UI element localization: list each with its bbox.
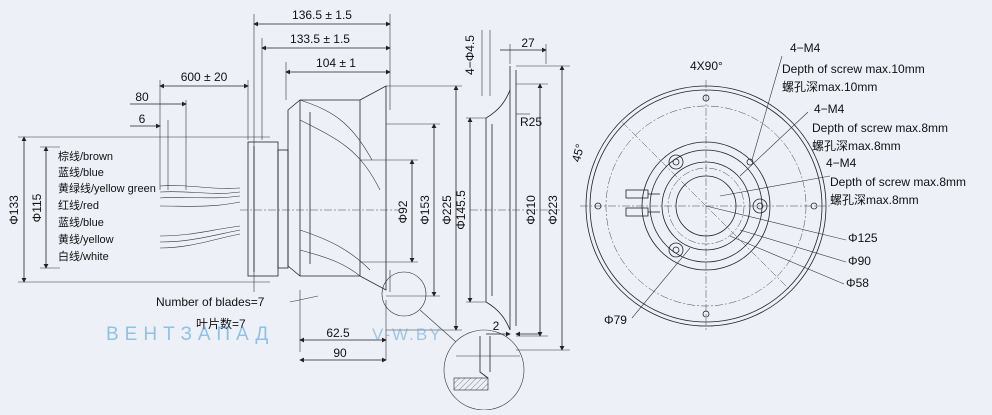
watermark: ВЕНТЗАПАД V-W.BY — [106, 324, 443, 345]
dim-dia-92: Φ92 — [396, 200, 410, 223]
wire-bundle — [159, 185, 241, 249]
mounting-hole — [594, 94, 818, 318]
dim-dia-225: Φ225 — [440, 195, 454, 225]
angle-4x90: 4X90° — [690, 59, 723, 73]
wire-label: 蓝线/blue — [58, 165, 104, 179]
dim-dia-115: Φ115 — [30, 193, 44, 222]
detail-view — [443, 329, 525, 411]
screw-code: 4−M4 — [790, 41, 821, 55]
dim-overall-length: 136.5 ± 1.5 — [292, 8, 352, 22]
screw-depth-en: Depth of screw max.10mm — [782, 62, 925, 76]
screw-depth-cn: 螺孔深max.8mm — [812, 139, 901, 153]
dia-125: Φ125 — [848, 231, 878, 245]
screw-depth-cn: 螺孔深max.10mm — [782, 80, 877, 94]
wire-label: 蓝线/blue — [58, 215, 104, 229]
motor-housing — [247, 141, 279, 277]
wire-label: 黄线/yellow — [58, 232, 114, 246]
section-view: 4−Φ4.5 27 R25 Φ145.5 Φ210 Φ223 2 — [454, 30, 570, 351]
wire-label: 棕线/brown — [58, 149, 113, 163]
dim-dia-153: Φ153 — [418, 195, 432, 225]
hub-boss — [668, 154, 768, 258]
wire-label: 白线/white — [58, 249, 109, 263]
front-view: 4X90° 45° 4−M4 Depth of screw max.10mm 螺… — [569, 41, 966, 332]
dim-dia-133: Φ133 — [7, 195, 21, 225]
wire-label: 黄绿线/yellow green — [58, 181, 156, 195]
dim-depth-62-5: 62.5 — [326, 326, 350, 340]
watermark-brand: ВЕНТЗАПАД — [106, 324, 274, 345]
dim-width-27: 27 — [521, 36, 535, 50]
dim-cable-length: 600 ± 20 — [181, 70, 228, 84]
dim-bare-length: 6 — [139, 112, 146, 126]
dim-dia-210: Φ210 — [524, 195, 538, 225]
wire-label: 红线/red — [58, 198, 99, 212]
detail-callout-circle — [381, 271, 427, 317]
cable-gland — [625, 189, 660, 217]
dim-strip-length: 80 — [135, 90, 149, 104]
watermark-site: V-W.BY — [372, 325, 443, 344]
dim-impeller-length: 104 ± 1 — [316, 56, 356, 70]
screw-depth-en: Depth of screw max.8mm — [830, 175, 966, 189]
blades-note-en: Number of blades=7 — [156, 295, 265, 309]
dim-radius: R25 — [520, 115, 542, 129]
dim-holes: 4−Φ4.5 — [463, 35, 477, 75]
dia-90: Φ90 — [848, 254, 871, 268]
angle-45: 45° — [569, 142, 587, 163]
screw-depth-cn: 螺孔深max.8mm — [830, 193, 919, 207]
screw-code: 4−M4 — [826, 156, 857, 170]
dim-thickness: 2 — [493, 319, 500, 333]
dia-79: Φ79 — [604, 313, 627, 327]
dim-dia-223: Φ223 — [546, 195, 560, 225]
dim-dia-145-5: Φ145.5 — [454, 190, 468, 230]
dim-depth-90: 90 — [333, 346, 347, 360]
dim-mid-length: 133.5 ± 1.5 — [290, 32, 350, 46]
blades-note-cn: 叶片数=7 — [196, 316, 246, 331]
side-view: 136.5 ± 1.5 133.5 ± 1.5 104 ± 1 600 ± 20… — [7, 8, 462, 363]
screw-depth-en: Depth of screw max.8mm — [812, 121, 948, 135]
dia-58: Φ58 — [846, 276, 869, 290]
screw-code: 4−M4 — [814, 102, 845, 116]
impeller-body — [287, 85, 387, 291]
